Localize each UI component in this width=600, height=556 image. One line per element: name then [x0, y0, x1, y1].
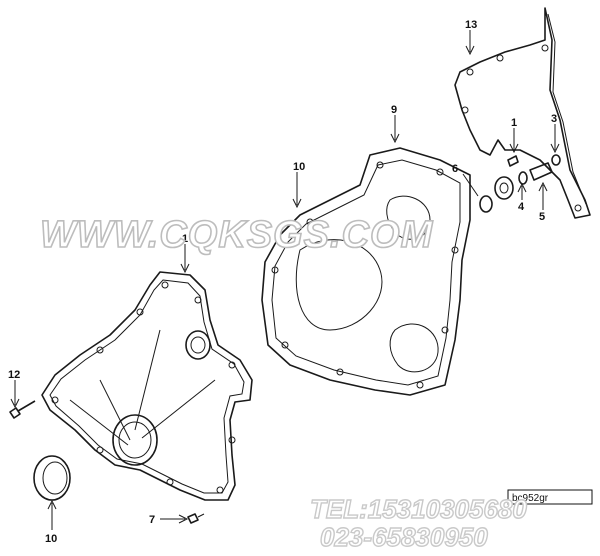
oil-seal-part-10 [33, 455, 71, 501]
callout-10: 10 [45, 533, 57, 545]
callout-3: 3 [551, 113, 557, 125]
gasket-part-13 [454, 7, 591, 219]
callout-9: 10 [293, 161, 305, 173]
callout-1-cover: 1 [182, 233, 188, 245]
plug-part-3 [529, 162, 553, 181]
reference-code: bc952gr [512, 493, 549, 504]
callout-5: 5 [539, 211, 545, 223]
callout-8: 9 [391, 104, 397, 116]
contact-tel: TEL:15310305680 [310, 494, 527, 524]
bolt-part-1-small [507, 155, 519, 167]
callout-13: 13 [465, 19, 477, 31]
ring-part-4 [518, 171, 528, 185]
bolt-part-12 [9, 400, 36, 419]
callout-7: 7 [149, 514, 155, 526]
callout-1-small: 1 [511, 117, 517, 129]
o-ring-part-6 [479, 195, 493, 213]
reference-code-box: bc952gr [507, 489, 593, 505]
front-cover-part-1 [41, 271, 253, 501]
gear-housing-part-8 [261, 147, 471, 396]
callout-6: 6 [452, 163, 458, 175]
leader-lines [10, 30, 560, 530]
contact-phone: 023-65830950 [320, 522, 488, 552]
callout-12: 12 [8, 369, 20, 381]
callout-4: 4 [518, 201, 525, 213]
small-parts-cluster [479, 154, 561, 213]
bolt-part-7 [187, 513, 205, 524]
bushing-part-5 [494, 176, 514, 200]
watermark-text: WWW.CQKSGS.COM [40, 214, 434, 256]
